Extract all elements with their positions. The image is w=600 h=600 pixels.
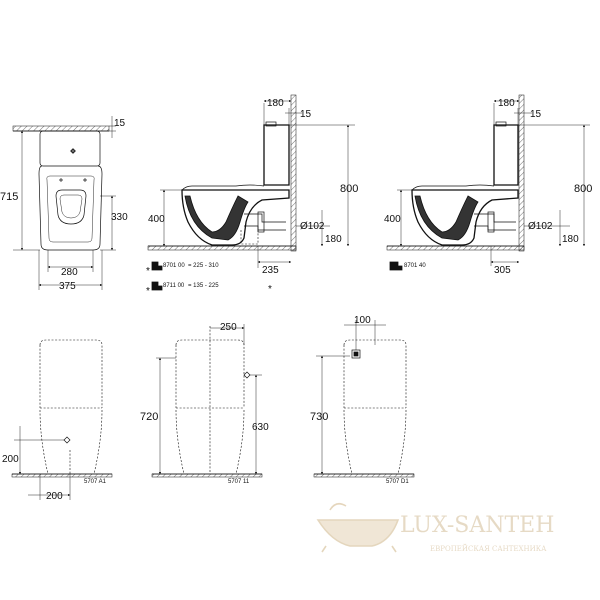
dim-715: 715 [0, 191, 18, 203]
watermark: LUX-SANTEH ЕВРОПЕЙСКАЯ САНТЕХНИКА [316, 502, 554, 553]
dim-15: 15 [300, 109, 312, 120]
water-inlet-icon [351, 349, 361, 359]
range-8701-00: = 225 - 310 [188, 263, 219, 269]
pipe-8701-icon [151, 261, 163, 271]
side-view-floor: 180 15 800 400 Ø102 180 305 8701 40 [384, 94, 592, 276]
pipe-8701-40-icon [389, 261, 403, 271]
pipe-8711-icon [151, 281, 163, 291]
dim-200-horizontal: 200 [46, 491, 63, 502]
dim-400: 400 [384, 214, 401, 225]
dim-630: 630 [252, 422, 269, 433]
watermark-tagline: ЕВРОПЕЙСКАЯ САНТЕХНИКА [430, 544, 547, 553]
range-8711-00: = 135 - 225 [188, 283, 219, 289]
dim-102: Ø102 [528, 221, 553, 232]
dim-102: Ø102 [300, 221, 325, 232]
bathtub-logo-icon [316, 502, 400, 553]
dim-100: 100 [354, 315, 371, 326]
wall-hatch [12, 125, 110, 132]
dim-180b: 180 [325, 234, 342, 245]
dim-180: 180 [498, 98, 515, 109]
dim-180: 180 [267, 98, 284, 109]
front-view-a1: 200 200 5707 A1 [2, 339, 113, 502]
front-view-11: 250 720 630 5707 11 [140, 322, 269, 485]
code-8701-40: 8701 40 [404, 263, 426, 269]
dim-720: 720 [140, 411, 158, 423]
dim-280: 280 [61, 267, 78, 278]
dim-235: 235 [262, 265, 279, 276]
dim-800: 800 [340, 183, 358, 195]
star-note-2: * [268, 284, 272, 295]
star-note-3: * [146, 286, 150, 297]
code-8711-00: 8711 00 [163, 283, 185, 289]
code-5707-11: 5707 11 [228, 479, 250, 485]
dim-200-vertical: 200 [2, 454, 19, 465]
dim-375: 375 [59, 281, 76, 292]
dim-15: 15 [114, 118, 126, 129]
side-view-wall: 180 15 800 400 Ø102 180 235 8701 00 = 22… [146, 94, 358, 297]
star-note-1: * [146, 266, 150, 277]
code-5707-d1: 5707 D1 [386, 479, 409, 485]
dim-180b: 180 [562, 234, 579, 245]
dim-330: 330 [111, 212, 128, 223]
dim-15: 15 [530, 109, 542, 120]
code-5707-a1: 5707 A1 [84, 479, 107, 485]
dim-800: 800 [574, 183, 592, 195]
dim-400: 400 [148, 214, 165, 225]
dim-250: 250 [220, 322, 237, 333]
front-view-d1: 100 730 5707 D1 [310, 315, 415, 485]
code-8701-00: 8701 00 [163, 263, 185, 269]
dim-730: 730 [310, 411, 328, 423]
watermark-brand: LUX-SANTEH [400, 513, 554, 538]
top-view: 15 715 330 280 375 [0, 116, 128, 292]
dim-305: 305 [494, 265, 511, 276]
